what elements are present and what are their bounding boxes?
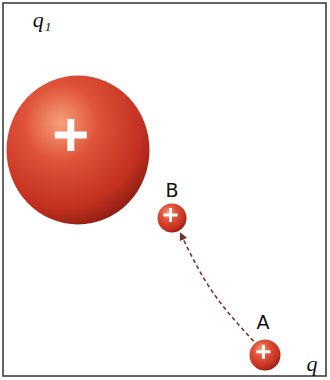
- plus-sign: [55, 119, 87, 151]
- point-a-sphere: Aq: [249, 339, 281, 371]
- source-charge-sphere: q₁: [6, 75, 150, 225]
- charge-label: q: [307, 353, 318, 375]
- sphere-body: [250, 340, 281, 371]
- sphere-shape: [6, 75, 150, 225]
- charge-label: q₁: [33, 9, 52, 31]
- point-label: B: [165, 181, 178, 200]
- sphere-body: [7, 76, 150, 225]
- frame-border: [3, 3, 326, 376]
- point-b-sphere: B: [157, 203, 187, 233]
- plus-sign: [256, 345, 270, 359]
- sphere-shape: [157, 203, 187, 233]
- point-label: A: [257, 313, 270, 332]
- motion-path-arrow: [181, 234, 254, 341]
- plus-sign: [164, 208, 178, 222]
- sphere-shape: [249, 339, 281, 371]
- sphere-body: [158, 204, 187, 233]
